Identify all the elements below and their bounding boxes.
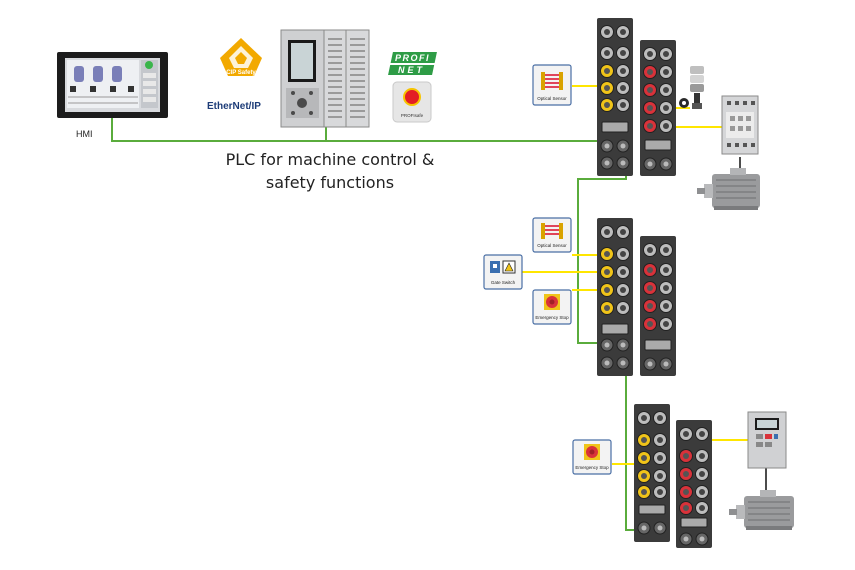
emergency-stop-icon [544, 294, 560, 310]
motor-1-icon [697, 168, 760, 210]
cip-safety-text: CIP Safety [226, 70, 256, 76]
gate-switch-icon [490, 260, 516, 274]
io-module-3-standard[interactable] [676, 420, 712, 548]
hmi-label: HMI [76, 129, 93, 139]
gate-switch-label: Gate Switch [491, 280, 516, 285]
signal-lines [522, 85, 748, 465]
gate-switch[interactable]: Gate Switch [483, 254, 523, 290]
hmi-panel[interactable] [57, 52, 168, 118]
io-module-2-safety[interactable] [597, 218, 633, 376]
cip-safety-logo: CIP Safety [220, 38, 262, 76]
profinet-text-bottom: NET [398, 65, 425, 75]
light-curtain-icon [541, 223, 563, 239]
motor-2-icon [729, 490, 794, 530]
profisafe-logo: PROFIsafe [392, 81, 432, 123]
profinet-logo: PROFI NET [388, 52, 437, 75]
plc-caption-line1: PLC for machine control & [226, 150, 435, 169]
optical-sensor-1[interactable]: Optical Sensor [532, 64, 572, 106]
io-module-1-safety[interactable] [597, 18, 633, 176]
profinet-text-top: PROFI [395, 53, 430, 63]
profisafe-text: PROFIsafe [401, 113, 424, 118]
optical-sensor-1-label: Optical Sensor [537, 96, 567, 101]
optical-sensor-2-label: Optical Sensor [537, 243, 567, 248]
optical-sensor-2[interactable]: Optical Sensor [532, 217, 572, 253]
io-module-3-safety[interactable] [634, 404, 670, 542]
plc-caption-line2: safety functions [266, 173, 394, 192]
emergency-stop-2-label: Emergency Stop [575, 465, 609, 470]
io-module-2-standard[interactable] [640, 236, 676, 376]
io-terminal-block [721, 95, 759, 155]
plc-controller[interactable] [280, 29, 370, 128]
hmi-to-plc-line [111, 118, 606, 142]
light-curtain-icon [541, 72, 563, 90]
emergency-stop-2[interactable]: Emergency Stop [572, 439, 612, 475]
emergency-stop-icon [584, 444, 600, 460]
ethernet-ip-logo: EtherNet/IP [207, 101, 261, 112]
frequency-drive-icon [747, 411, 787, 469]
emergency-stop-1[interactable]: Emergency Stop [532, 289, 572, 325]
emergency-stop-1-label: Emergency Stop [535, 315, 569, 320]
io-module-1-standard[interactable] [640, 40, 676, 176]
stack-light-icon [679, 66, 704, 109]
